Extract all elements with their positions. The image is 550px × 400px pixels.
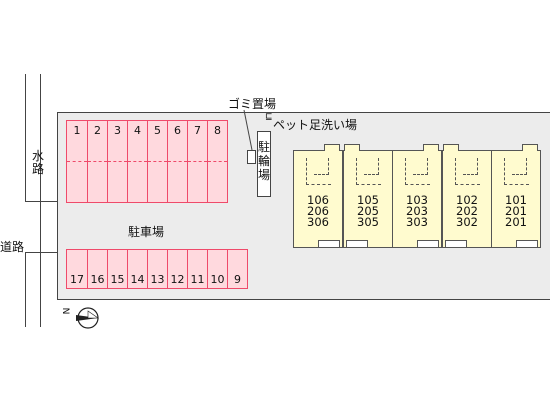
bicycle-parking: 駐輪場 [257,131,271,197]
parking-space-3: 3 [107,121,127,202]
room-number: 205 [357,204,379,218]
room-number: 103 [406,193,428,207]
room-number: 306 [307,215,329,229]
parking-space-9: 9 [227,250,247,288]
unit-stair-outline [356,158,381,185]
road-edge [25,252,26,327]
unit-door [346,240,368,248]
unit-stair-outline [504,158,529,185]
waterway-label: 水路 [31,149,44,176]
unit-entrance [443,144,459,151]
north-compass-icon [76,307,99,329]
parking-space-11: 11 [187,250,207,288]
unit-door [516,240,538,248]
unit-stair-outline [455,158,480,185]
parking-space-17: 17 [70,273,84,286]
bicycle-parking-label: 駐輪場 [258,140,271,182]
garbage-leader [243,109,253,151]
unit-entrance [423,144,439,151]
parking-label: 駐車場 [128,225,165,239]
unit-door [445,240,467,248]
unit-stair-inner [314,158,329,175]
unit-door [318,240,340,248]
parking-space-7: 7 [187,121,207,202]
parking-space-8: 8 [207,121,227,202]
room-number: 305 [357,215,379,229]
unit-stair-outline [306,158,331,185]
room-number: 201 [505,204,527,218]
garbage-label: ゴミ置場 [228,97,277,111]
room-number: 106 [307,193,329,207]
waterway-crossing-top [25,201,57,202]
parking-space-14: 14 [127,250,147,288]
room-number: 206 [307,204,329,218]
road-label: 道路 [0,240,25,254]
parking-space-16: 16 [87,250,107,288]
unit-stair-inner [512,158,527,175]
north-label: N [62,307,73,315]
waterway-edge-left [40,74,41,327]
room-number: 101 [505,193,527,207]
unit-stair-inner [463,158,478,175]
room-number: 302 [456,215,478,229]
parking-space-5: 5 [147,121,167,202]
unit-stair-inner [364,158,379,175]
parking-space-6: 6 [167,121,187,202]
waterway-edge-right [25,74,26,201]
parking-space-10: 10 [207,250,227,288]
unit-entrance [522,144,538,151]
room-number: 203 [406,204,428,218]
parking-space-15: 15 [107,250,127,288]
waterway-crossing-bottom [25,252,57,253]
parking-space-12: 12 [167,250,187,288]
unit-entrance [344,144,360,151]
pet-wash-label: ペット足洗い場 [273,118,358,132]
garbage-box [247,150,256,164]
parking-space-1: 1 [67,121,87,202]
parking-space-13: 13 [147,250,167,288]
unit-stair-outline [405,158,430,185]
room-number: 105 [357,193,379,207]
room-number: 102 [456,193,478,207]
parking-space-2: 2 [87,121,107,202]
unit-door [417,240,439,248]
unit-entrance [324,144,340,151]
parking-space-4: 4 [127,121,147,202]
room-number: 201 [505,215,527,229]
unit-stair-inner [413,158,428,175]
pet-wash-icon: ⊑ [265,112,273,122]
room-number: 202 [456,204,478,218]
room-number: 303 [406,215,428,229]
